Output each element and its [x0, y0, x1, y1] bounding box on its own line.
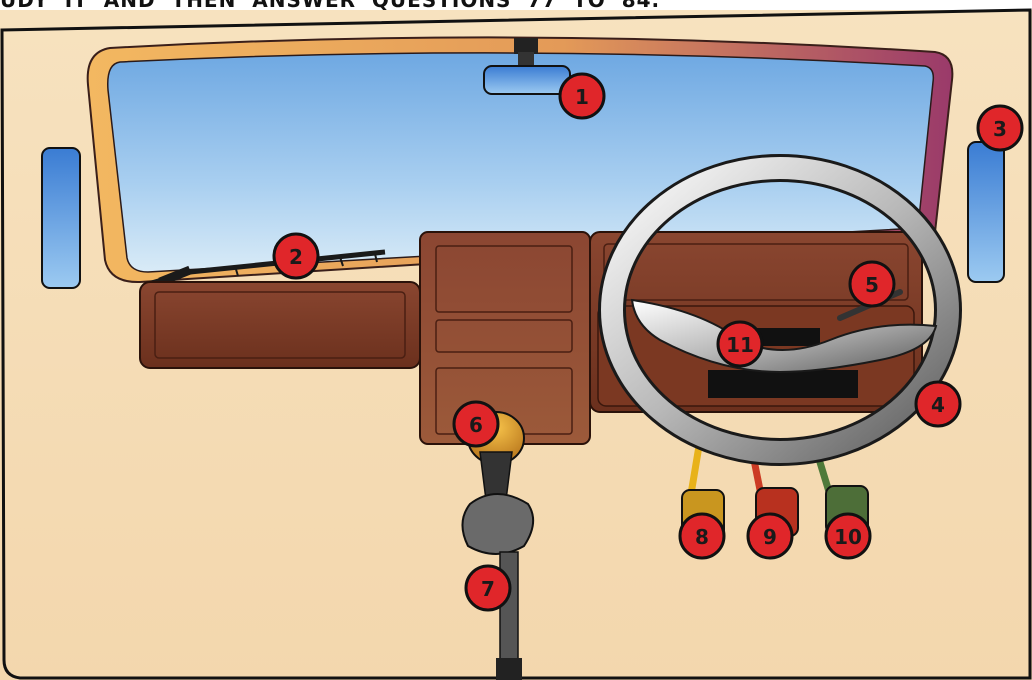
callout-6-label: 6 — [469, 413, 483, 437]
callout-10-label: 10 — [834, 525, 862, 549]
console-radio — [435, 319, 573, 353]
page-border — [0, 8, 1032, 680]
gear-shaft — [479, 451, 513, 501]
callout-3-label: 3 — [993, 117, 1007, 141]
steering-wheel-rim — [601, 157, 959, 463]
callout-7: 7 — [464, 564, 512, 612]
callout-5-label: 5 — [865, 273, 879, 297]
callout-10: 10 — [824, 512, 872, 560]
callout-11-label: 11 — [726, 333, 754, 357]
glovebox-panel — [139, 281, 421, 369]
callout-9-label: 9 — [763, 525, 777, 549]
windscreen-glass — [107, 52, 935, 273]
gear-boot — [461, 493, 535, 555]
mirror-stem — [518, 52, 534, 68]
gauge-lower — [708, 370, 858, 398]
callout-1-label: 1 — [575, 85, 589, 109]
callout-7-label: 7 — [481, 577, 495, 601]
handbrake-shaft — [499, 551, 519, 663]
callout-11: 11 — [716, 320, 764, 368]
callout-4-label: 4 — [931, 393, 945, 417]
handbrake-base — [496, 658, 522, 680]
rear-view-mirror — [483, 65, 571, 95]
mirror-mount — [514, 38, 538, 54]
callout-9: 9 — [746, 512, 794, 560]
callout-3: 3 — [976, 104, 1024, 152]
callout-2-label: 2 — [289, 245, 303, 269]
callout-5: 5 — [848, 260, 896, 308]
instruction-heading: UDY IT AND THEN ANSWER QUESTIONS 77 TO 8… — [0, 0, 661, 12]
callout-1: 1 — [558, 72, 606, 120]
right-side-mirror — [967, 141, 1005, 283]
callout-8-label: 8 — [695, 525, 709, 549]
left-side-mirror — [41, 147, 81, 289]
callout-4: 4 — [914, 380, 962, 428]
callout-8: 8 — [678, 512, 726, 560]
wiper-arm — [158, 265, 192, 287]
console-vent — [435, 245, 573, 313]
callout-2: 2 — [272, 232, 320, 280]
glovebox-inset — [154, 291, 406, 359]
center-console — [419, 231, 591, 445]
callout-6: 6 — [452, 400, 500, 448]
